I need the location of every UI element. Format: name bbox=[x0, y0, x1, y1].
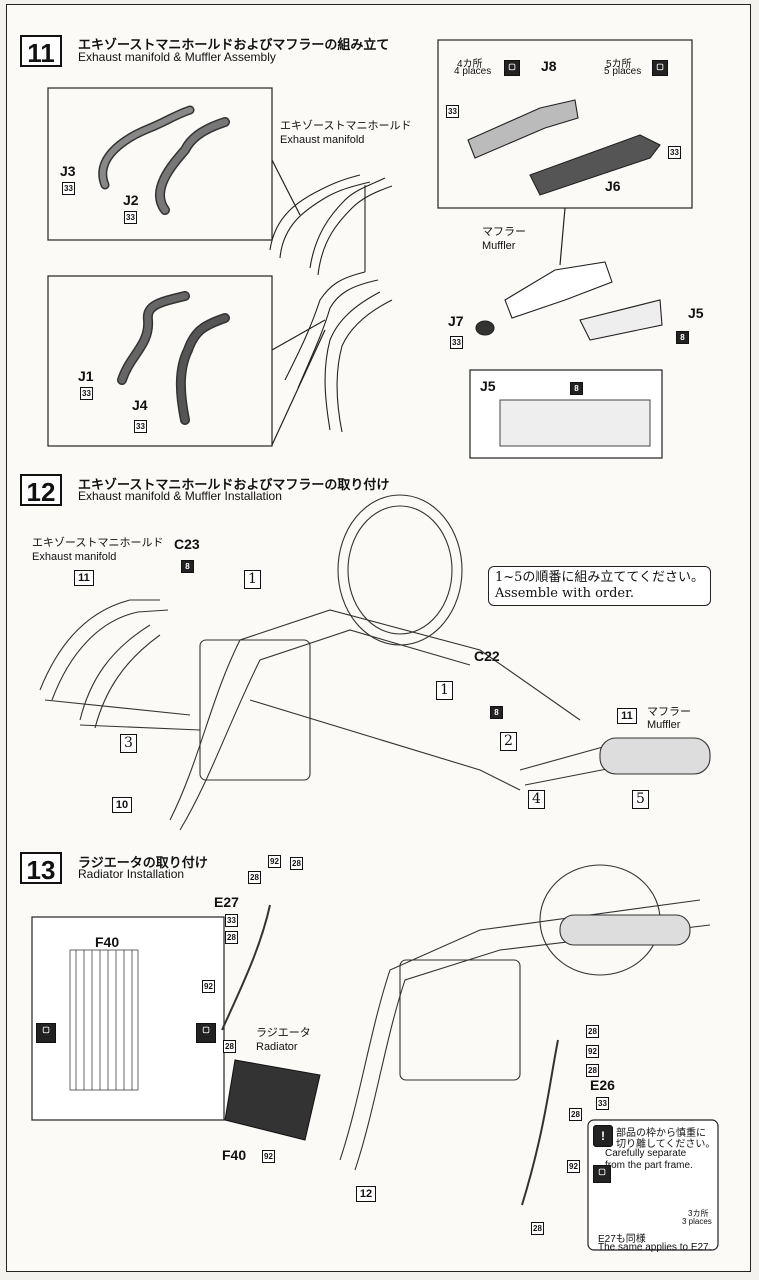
step12-muffler-en: Muffler bbox=[647, 719, 681, 731]
step-12-number: 12 bbox=[20, 474, 62, 507]
order-3: 3 bbox=[120, 734, 137, 753]
color-8-j5-detail: 8 bbox=[570, 382, 583, 395]
part-j2: J2 bbox=[123, 192, 139, 208]
order-1-c23: 1 bbox=[244, 570, 261, 589]
part-f40-detail: F40 bbox=[95, 934, 120, 950]
code-28-top: 28 bbox=[290, 857, 303, 870]
part-f40: F40 bbox=[222, 1147, 247, 1163]
part-c22: C22 bbox=[474, 648, 500, 664]
order-2: 2 bbox=[500, 732, 517, 751]
radiator-label-en: Radiator bbox=[256, 1041, 298, 1053]
code-92-top: 92 bbox=[268, 855, 281, 868]
cut-icon-5: ▢ bbox=[652, 60, 668, 76]
places-5-ja: 5カ所 bbox=[606, 59, 632, 70]
color-33-j2: 33 bbox=[124, 211, 137, 224]
step12-manifold-en: Exhaust manifold bbox=[32, 551, 117, 563]
order-1-c22: 1 bbox=[436, 681, 453, 700]
caution-icon: ! bbox=[593, 1125, 613, 1147]
caution-text-ja-1: 部品の枠から慎重に bbox=[616, 1128, 706, 1139]
step12-manifold-ja: エキゾーストマニホールド bbox=[32, 537, 164, 549]
code-28-e26c: 28 bbox=[569, 1108, 582, 1121]
muffler-label-ja: マフラー bbox=[482, 226, 526, 238]
cut-icon-f40-left: ▢ bbox=[36, 1023, 56, 1043]
manifold-label-ja: エキゾーストマニホールド bbox=[280, 120, 412, 132]
part-j8: J8 bbox=[541, 58, 557, 74]
order-note: 1~5の順番に組み立ててください。 Assemble with order. bbox=[488, 566, 712, 606]
step-13-title-en: Radiator Installation bbox=[78, 867, 185, 881]
color-8-j5: 8 bbox=[676, 331, 689, 344]
ref-step-11-manifold: 11 bbox=[74, 570, 94, 586]
code-92-e26: 92 bbox=[586, 1045, 599, 1058]
step12-muffler-ja: マフラー bbox=[647, 706, 691, 718]
code-28-e26b: 28 bbox=[586, 1064, 599, 1077]
code-28-e27a: 28 bbox=[248, 871, 261, 884]
same-note-en: The same applies to E27. bbox=[598, 1242, 712, 1253]
caution-text-en-1: Carefully separate bbox=[605, 1148, 687, 1159]
ref-step-12: 12 bbox=[356, 1186, 376, 1202]
cut-icon-3: ▢ bbox=[593, 1165, 611, 1183]
places-3-ja: 3カ所 bbox=[688, 1209, 709, 1218]
muffler-label-en: Muffler bbox=[482, 240, 516, 252]
color-33-j1: 33 bbox=[80, 387, 93, 400]
places-4-ja: 4カ所 bbox=[457, 59, 483, 70]
part-j5: J5 bbox=[688, 305, 704, 321]
part-j5-detail: J5 bbox=[480, 378, 496, 394]
step-12-title-ja: エキゾーストマニホールドおよびマフラーの取り付け bbox=[78, 477, 390, 492]
part-e26: E26 bbox=[590, 1077, 615, 1093]
code-33-e27: 33 bbox=[225, 914, 238, 927]
code-92-e27: 92 bbox=[202, 980, 215, 993]
code-28-e26a: 28 bbox=[586, 1025, 599, 1038]
instruction-sheet bbox=[6, 4, 751, 1272]
step-11-title-ja: エキゾーストマニホールドおよびマフラーの組み立て bbox=[78, 37, 390, 52]
order-note-en: Assemble with order. bbox=[495, 586, 635, 601]
places-4-en: 4 places bbox=[454, 66, 492, 77]
order-note-ja: 1~5の順番に組み立ててください。 bbox=[495, 570, 705, 585]
code-92-f40: 92 bbox=[262, 1150, 275, 1163]
order-5: 5 bbox=[632, 790, 649, 809]
color-33-j4: 33 bbox=[134, 420, 147, 433]
cut-icon-f40-right: ▢ bbox=[196, 1023, 216, 1043]
order-4: 4 bbox=[528, 790, 545, 809]
step-12-title-en: Exhaust manifold & Muffler Installation bbox=[78, 489, 282, 503]
color-33-j8: 33 bbox=[446, 105, 459, 118]
part-c23: C23 bbox=[174, 536, 200, 552]
part-j1: J1 bbox=[78, 368, 94, 384]
cut-icon-4: ▢ bbox=[504, 60, 520, 76]
step-11-number: 11 bbox=[20, 35, 62, 68]
caution-text-ja-2: 切り離してください。 bbox=[616, 1139, 716, 1150]
color-8-c23: 8 bbox=[181, 560, 194, 573]
step-13-title-ja: ラジエータの取り付け bbox=[78, 855, 208, 870]
same-note-ja: E27も同様 bbox=[598, 1234, 646, 1245]
part-j4: J4 bbox=[132, 397, 148, 413]
part-e27: E27 bbox=[214, 894, 239, 910]
radiator-label-ja: ラジエータ bbox=[256, 1027, 311, 1039]
code-33-e26: 33 bbox=[596, 1097, 609, 1110]
color-33-j6: 33 bbox=[668, 146, 681, 159]
places-5-en: 5 places bbox=[604, 66, 642, 77]
places-3-en: 3 places bbox=[682, 1217, 712, 1226]
color-8-c22: 8 bbox=[490, 706, 503, 719]
caution-text-en-2: from the part frame. bbox=[605, 1160, 693, 1171]
part-j6: J6 bbox=[605, 178, 621, 194]
code-28-e26d: 28 bbox=[531, 1222, 544, 1235]
step-13-number: 13 bbox=[20, 852, 62, 885]
code-92-e26b: 92 bbox=[567, 1160, 580, 1173]
color-33-j3: 33 bbox=[62, 182, 75, 195]
step-11-title-en: Exhaust manifold & Muffler Assembly bbox=[78, 50, 276, 64]
ref-step-10: 10 bbox=[112, 797, 132, 813]
code-28-e27c: 28 bbox=[223, 1040, 236, 1053]
manifold-label-en: Exhaust manifold bbox=[280, 134, 365, 146]
part-j3: J3 bbox=[60, 163, 76, 179]
ref-step-11-muffler: 11 bbox=[617, 708, 637, 724]
part-j7: J7 bbox=[448, 313, 464, 329]
code-28-e27b: 28 bbox=[225, 931, 238, 944]
color-33-j7: 33 bbox=[450, 336, 463, 349]
